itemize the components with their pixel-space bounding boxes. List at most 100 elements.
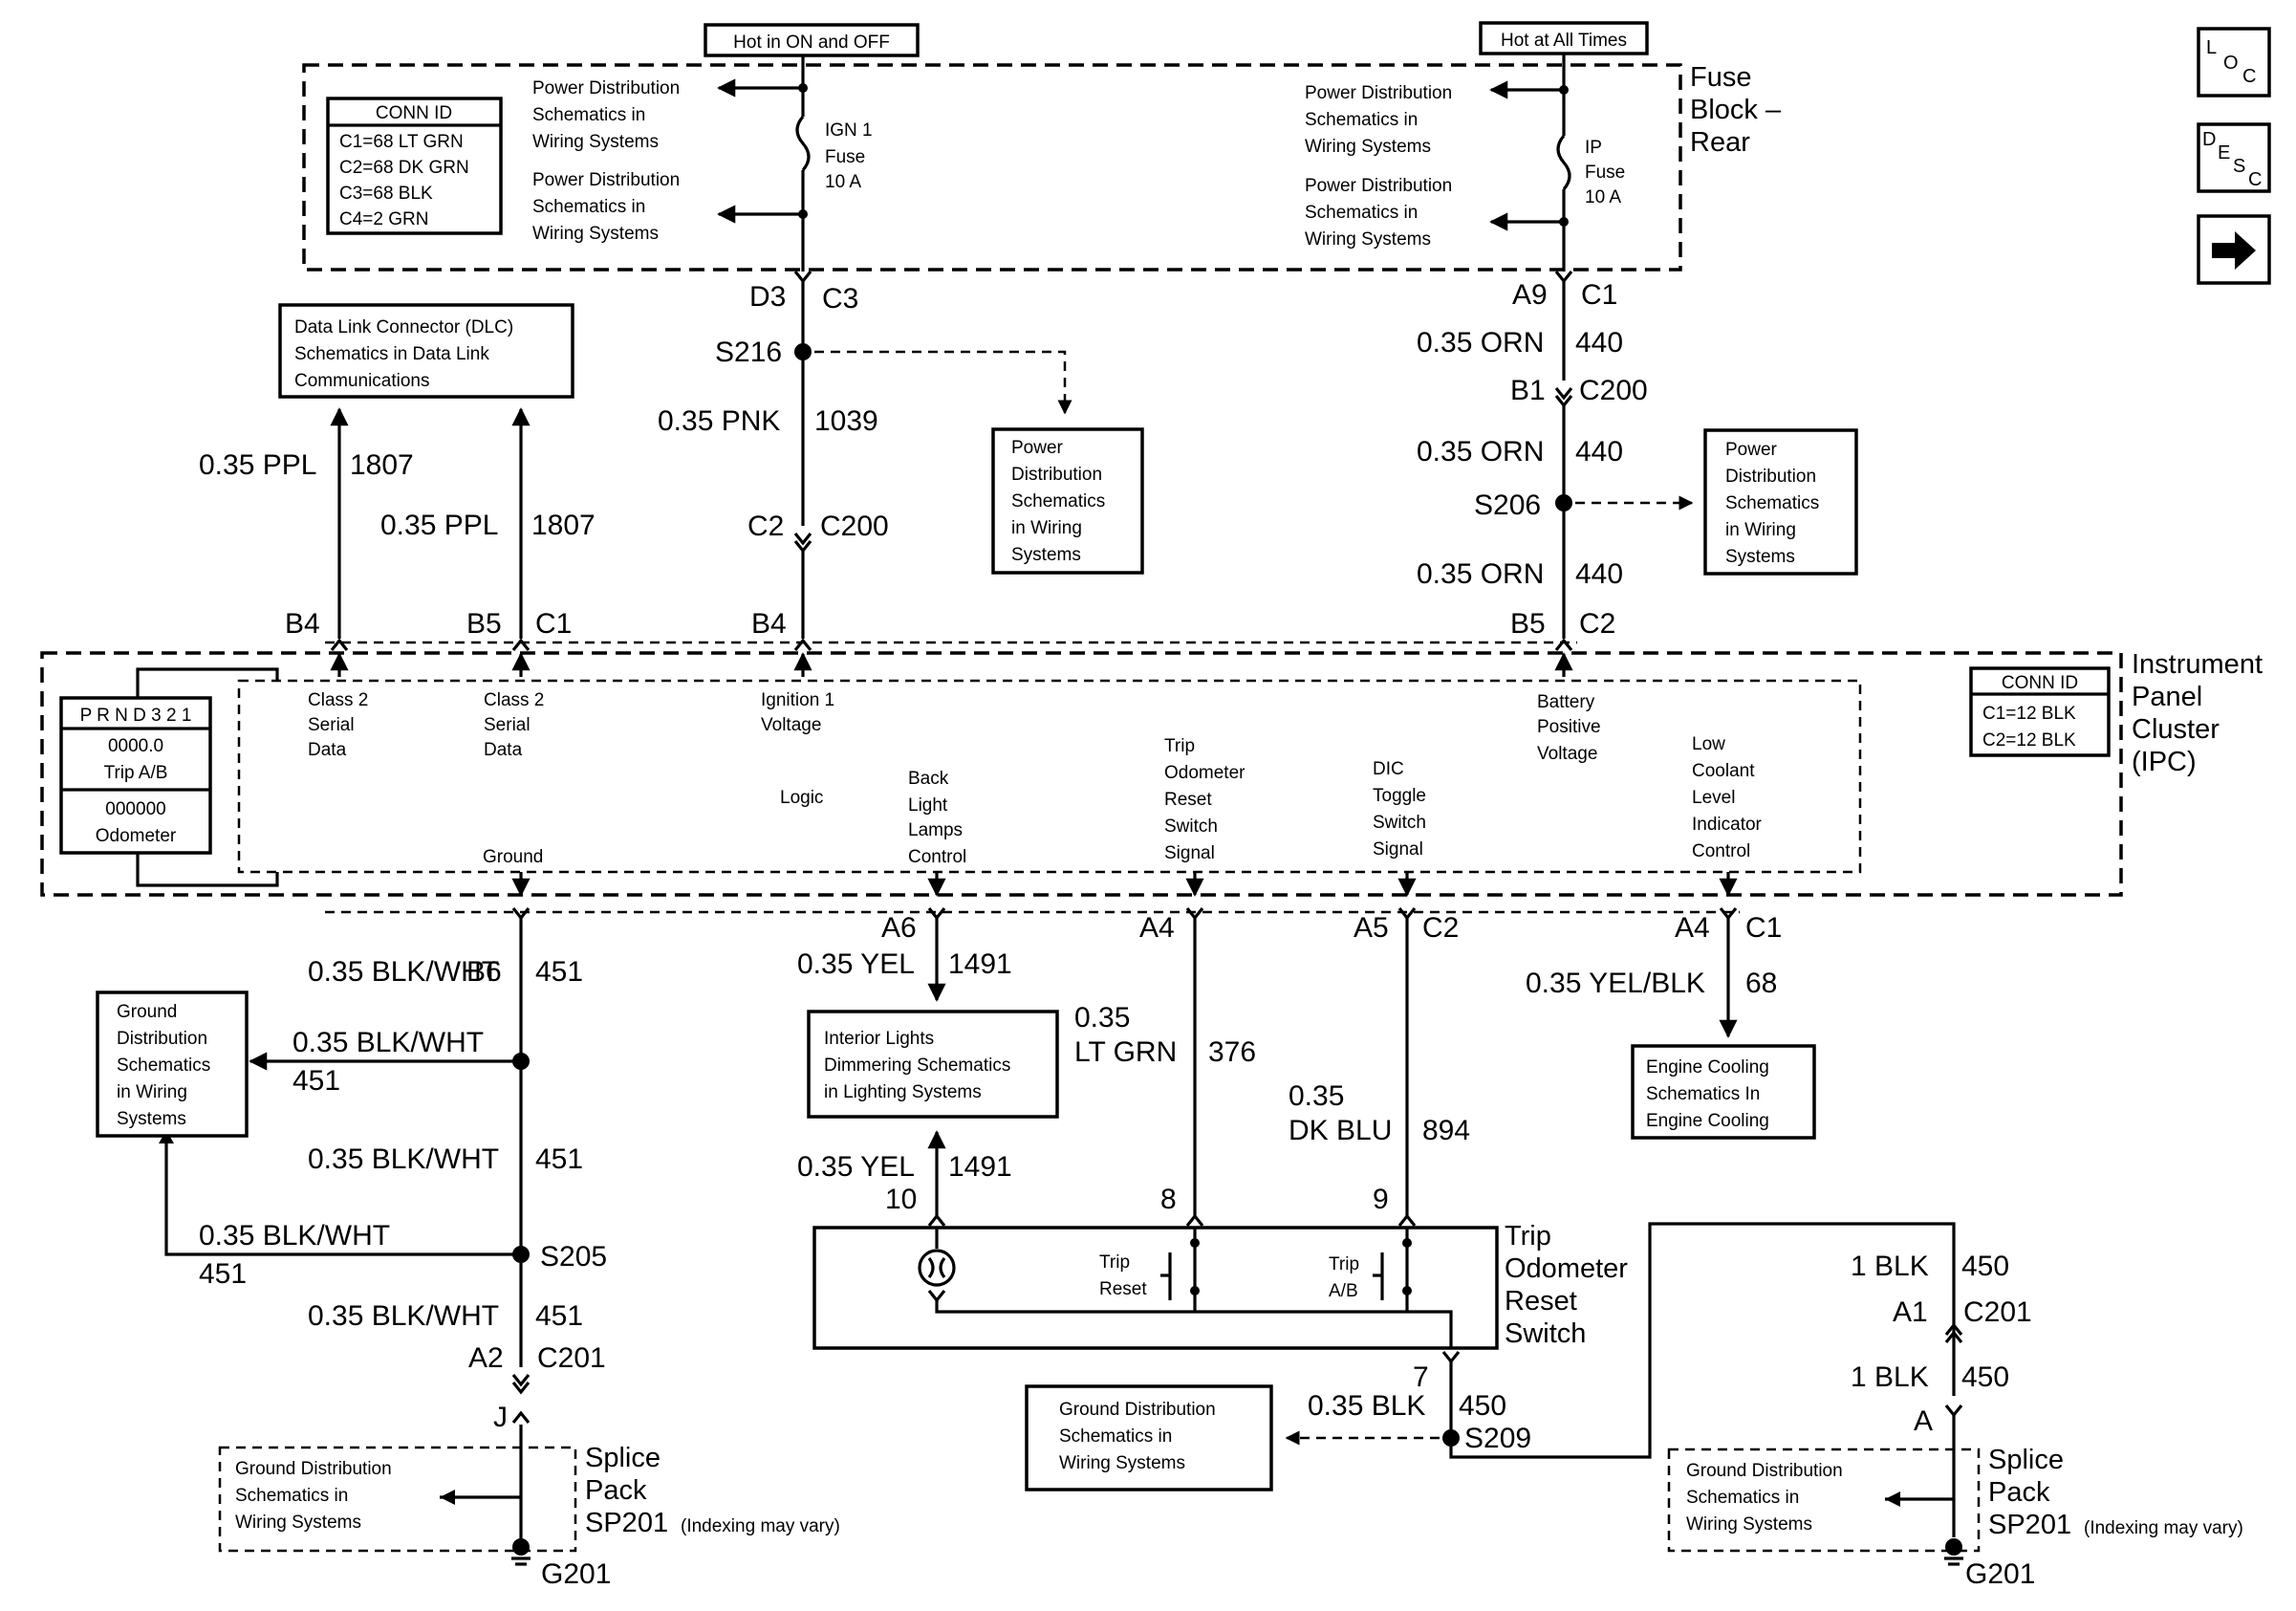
dlc-text-3: Communications [294,371,430,391]
d3-label: D3 [749,281,786,313]
trip-ab-lbl-2: A/B [1329,1281,1358,1301]
a9-label: A9 [1512,279,1548,311]
ipc-title-1: Instrument [2132,649,2263,680]
wire-1807-b4: 0.35 PPL 1807 B4 [199,407,414,651]
svg-text:E: E [2218,142,2230,163]
pd-center-5: Systems [1011,545,1081,565]
svg-text:C: C [2242,66,2256,87]
n440-label-3: 440 [1575,558,1623,590]
blkwht-4: 0.35 BLK/WHT [199,1220,390,1252]
a5-label: A5 [1354,912,1389,944]
odometer-label: Odometer [96,826,177,846]
n450-3: 450 [1961,1361,2009,1393]
splice-s206 [1555,494,1572,512]
n1039-label: 1039 [814,405,878,437]
g201-right: G201 [1965,1558,2035,1590]
svg-text:C: C [2248,169,2262,190]
ipc-conn-c2: C2=12 BLK [1982,730,2076,751]
n451-4: 451 [199,1258,247,1290]
pd-text-2a: Power Distribution [532,170,680,190]
orn-label-3: 0.35 ORN [1417,558,1544,590]
ign-fuse-label-3: 10 A [825,172,861,192]
splice-right-2: Pack [1988,1477,2050,1508]
interior-3: in Lighting Systems [824,1082,982,1102]
wire-1491: A6 0.35 YEL 1491 0.35 YEL 1491 10 [797,907,1012,1227]
trip-reset-lbl-2: Reset [1099,1279,1147,1299]
b4-left-label: B4 [285,608,320,640]
ign-fuse-label-2: Fuse [825,147,865,167]
gd-left-3: Wiring Systems [235,1513,361,1533]
n035-2: 0.35 [1289,1080,1344,1112]
s205-label: S205 [540,1241,607,1273]
pd-text-3b: Schematics in [1305,110,1418,130]
c200-label: C200 [820,511,889,542]
instrument-panel-cluster: Instrument Panel Cluster (IPC) CONN ID C… [40,641,2263,914]
next-page-button[interactable] [2197,214,2271,285]
fuse-block-label-2: Block – [1690,95,1782,125]
indexing-left: (Indexing may vary) [681,1516,840,1536]
c2-a5-label: C2 [1422,912,1459,944]
n1807-label-2: 1807 [531,510,596,541]
fuse-block-label-1: Fuse [1690,62,1751,93]
c2-label: C2 [747,511,784,542]
ip-fuse-label-3: 10 A [1585,187,1621,207]
class2-a-2: Serial [308,715,355,735]
pd-right-4: in Wiring [1725,520,1796,540]
ltgrn-label: LT GRN [1074,1036,1177,1068]
trip-reset-4: Switch [1164,816,1218,837]
dic-3: Switch [1373,813,1426,833]
n450-1: 450 [1459,1390,1506,1422]
j-label: J [493,1402,508,1433]
class2-b-3: Data [484,740,523,760]
back-light-2: Light [908,795,948,816]
pd-center-3: Schematics [1011,491,1105,512]
s209-label: S209 [1464,1423,1531,1454]
ground-label: Ground [483,847,543,867]
n1491-1: 1491 [948,948,1012,980]
splice-right-3: SP201 [1988,1510,2071,1540]
n450-2: 450 [1961,1251,2009,1282]
n035-1: 0.35 [1074,1002,1130,1034]
switch-title-3: Reset [1505,1286,1577,1317]
n68-label: 68 [1745,968,1777,999]
desc-button[interactable]: D E S C [2197,122,2271,193]
g201-left: G201 [541,1558,611,1590]
back-light-3: Lamps [908,820,963,840]
conn-id-c1: C1=68 LT GRN [339,132,464,152]
coolant-1: Low [1692,734,1725,754]
hot-all-times-label: Hot at All Times [1501,31,1627,51]
b6-label: B6 [466,956,502,988]
c2-right-label: C2 [1579,608,1615,640]
ppl-label-1: 0.35 PPL [199,449,316,481]
wire-376: A4 0.35 LT GRN 376 8 [1074,907,1256,1227]
pd-text-3c: Wiring Systems [1305,137,1431,157]
c200-right-label: C200 [1579,375,1648,406]
c1-left-label: C1 [535,608,572,640]
svg-text:S: S [2233,156,2245,177]
dic-2: Toggle [1373,786,1426,806]
pd-center-4: in Wiring [1011,518,1082,538]
svg-text:O: O [2223,53,2239,74]
splice-left-2: Pack [585,1475,647,1506]
wire-68: A4 C1 0.35 YEL/BLK 68 [1526,907,1782,1038]
hot-on-off-box [704,23,920,57]
trip-odometer-reset-switch: Trip Reset Trip A/B Trip Odometer Reset … [812,1221,1628,1350]
pin-8: 8 [1160,1184,1177,1215]
c1-top-label: C1 [1581,279,1617,311]
trip-reset-1: Trip [1164,736,1195,756]
interior-2: Dimmering Schematics [824,1056,1010,1076]
pin-10: 10 [885,1184,917,1215]
wire-1039: D3 C3 S216 0.35 PNK 1039 C2 C200 B4 [658,271,1072,651]
conn-id-table-ipc [1969,666,2111,757]
prnd-label: P R N D 3 2 1 [80,706,192,726]
loc-button[interactable]: L O C [2197,27,2271,98]
pnk-label: 0.35 PNK [658,405,780,437]
c3-label: C3 [822,283,858,315]
gd-center-1: Ground Distribution [1059,1400,1216,1420]
pin-9: 9 [1373,1184,1389,1215]
a1-label: A1 [1893,1296,1928,1328]
back-light-1: Back [908,769,949,789]
trip-reset-lbl-1: Trip [1099,1252,1130,1273]
pd-text-4b: Schematics in [1305,203,1418,223]
coolant-2: Coolant [1692,761,1755,781]
